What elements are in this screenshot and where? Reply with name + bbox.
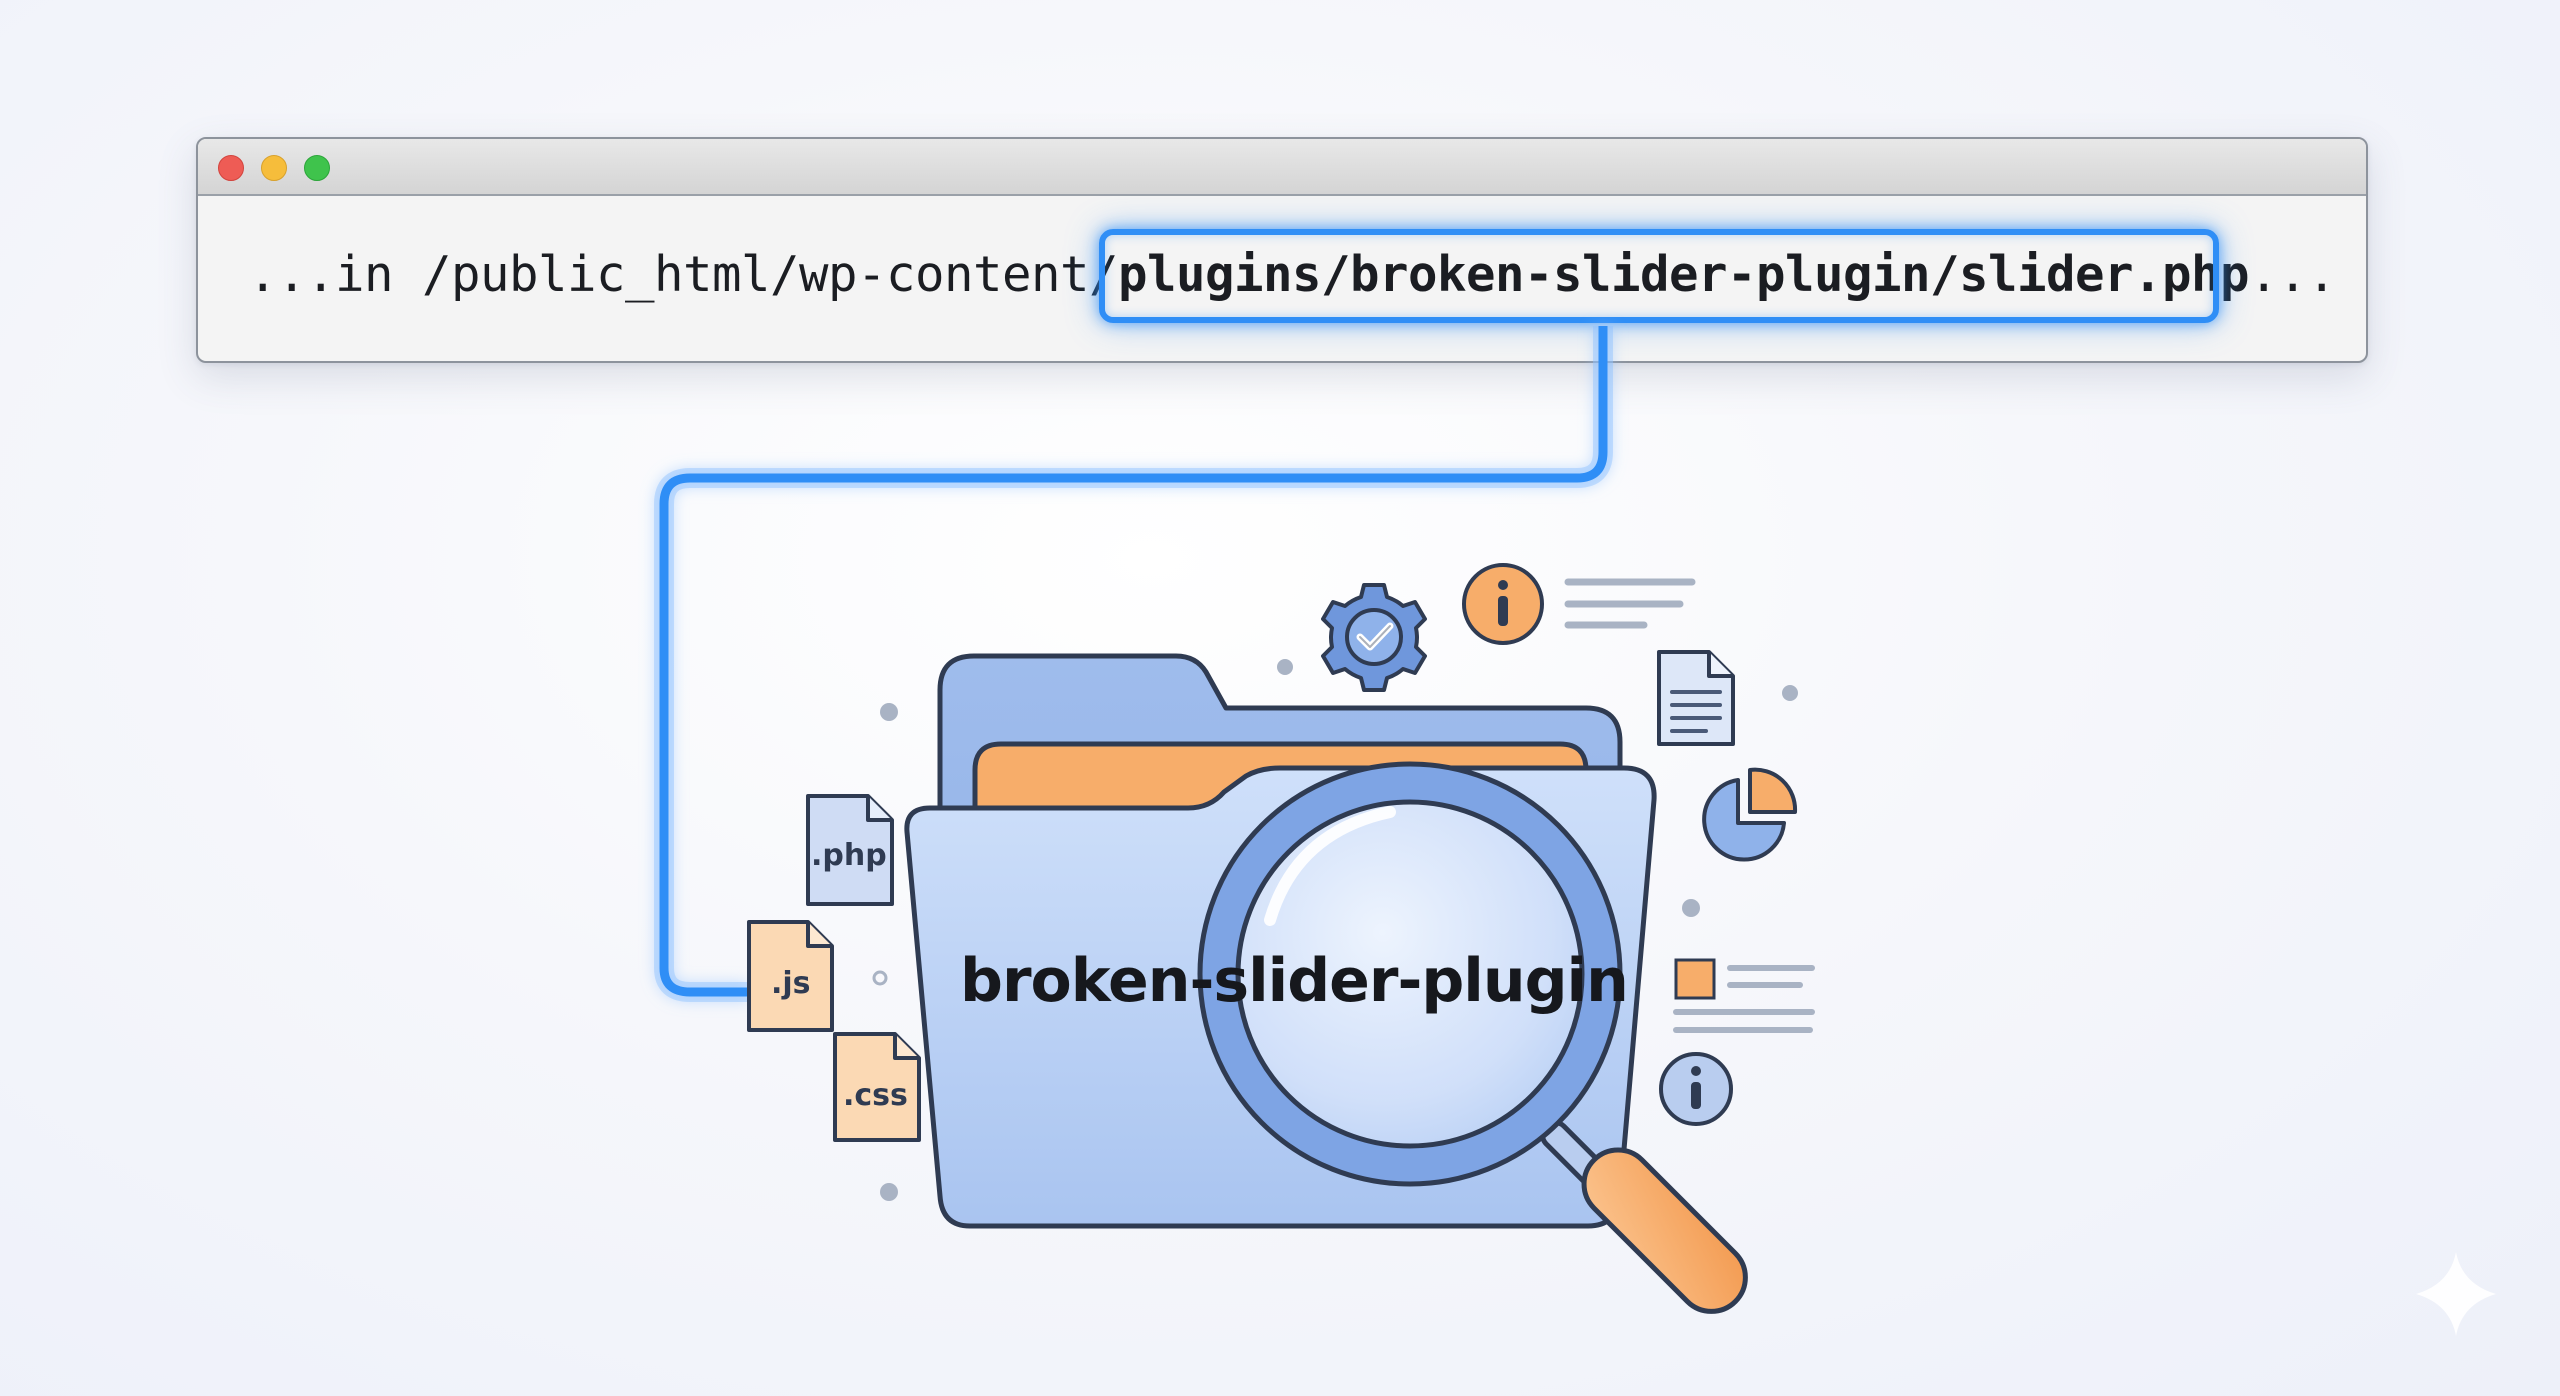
- path-highlight-box: [1099, 229, 2219, 323]
- sparkle-icon: [2416, 1252, 2496, 1336]
- pie-chart-icon: [1702, 767, 1798, 862]
- terminal-window: ...in /public_html/wp-content/plugins/br…: [196, 137, 2368, 363]
- js-file-icon: [747, 920, 834, 1032]
- folder-label: broken-slider-plugin: [960, 946, 1629, 1016]
- path-highlighted-segment: plugins/broken-slider-plugin/slider.php: [1118, 246, 2250, 303]
- list-item-icon: [1673, 958, 1815, 1033]
- info-icon-bottom: [1659, 1052, 1733, 1126]
- info-icon-top: [1462, 563, 1696, 645]
- close-window-button[interactable]: [218, 155, 244, 181]
- error-path-text: ...in /public_html/wp-content/plugins/br…: [248, 245, 2337, 305]
- minimize-window-button[interactable]: [261, 155, 287, 181]
- window-titlebar: [198, 139, 2366, 196]
- document-icon: [1657, 650, 1735, 746]
- gear-check-icon: [1321, 583, 1427, 692]
- php-file-icon: [806, 794, 894, 906]
- css-file-icon: [833, 1032, 921, 1142]
- magnifier-icon: [1197, 761, 1748, 1314]
- decor-dots: [872, 659, 1798, 1201]
- php-file-label: .php: [811, 838, 887, 873]
- path-suffix: ...: [2249, 246, 2337, 303]
- maximize-window-button[interactable]: [304, 155, 330, 181]
- connector-line: [654, 326, 1613, 1002]
- path-prefix: ...in /public_html/wp-content/: [248, 246, 1119, 303]
- css-file-label: .css: [843, 1078, 908, 1113]
- js-file-label: .js: [771, 966, 811, 1001]
